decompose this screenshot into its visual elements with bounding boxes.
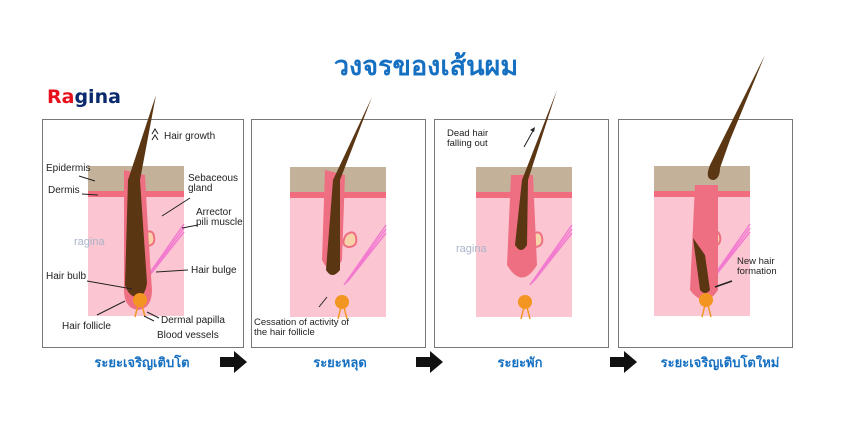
label-hair-follicle: Hair follicle	[62, 321, 111, 332]
watermark: ragina	[74, 236, 105, 248]
label-dead-hair: Dead hair falling out	[447, 128, 489, 149]
caption-telogen: ระยะพัก	[497, 356, 543, 371]
panel-telogen	[434, 119, 609, 348]
panel-catagen	[251, 119, 426, 348]
arrow-icon	[416, 351, 443, 373]
label-dermal-papilla: Dermal papilla	[161, 315, 225, 326]
caption-anagen: ระยะเจริญเติบโต	[94, 356, 190, 371]
caption-catagen: ระยะหลุด	[313, 356, 367, 371]
caption-new-anagen: ระยะเจริญเติบโตใหม่	[660, 356, 780, 371]
page-title: วงจรของเส้นผม	[333, 51, 519, 82]
label-hair-bulge: Hair bulge	[191, 265, 237, 276]
label-blood-vessels: Blood vessels	[157, 330, 219, 341]
label-hair-bulb: Hair bulb	[46, 271, 87, 282]
label-new-hair: New hair formation	[737, 256, 777, 277]
label-dermis: Dermis	[48, 185, 80, 196]
label-arrector-pili: Arrector pili muscle	[196, 207, 243, 228]
arrow-icon	[220, 351, 247, 373]
ragina-logo: Ragina	[47, 86, 121, 108]
label-hair-growth: Hair growth	[164, 131, 216, 142]
arrow-icon	[610, 351, 637, 373]
panel-anagen	[42, 119, 244, 348]
label-sebaceous-gland: Sebaceous gland	[188, 173, 239, 194]
label-epidermis: Epidermis	[46, 163, 91, 174]
label-cessation: Cessation of activity of the hair follic…	[254, 317, 350, 338]
panel-new-anagen	[618, 119, 793, 348]
watermark: ragina	[456, 243, 487, 255]
